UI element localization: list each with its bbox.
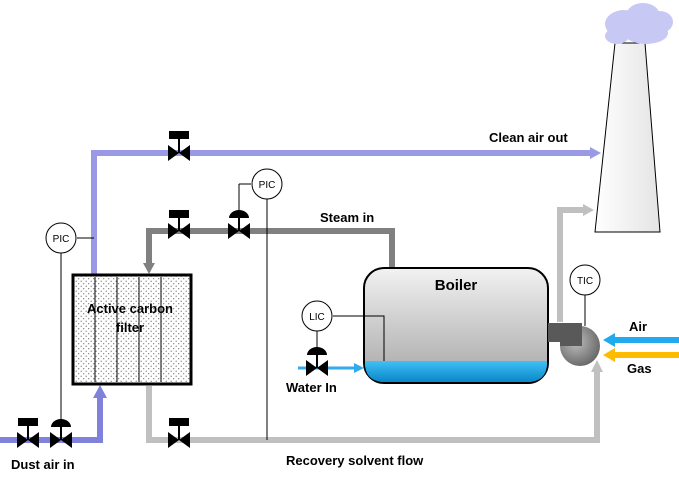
steam-in-label: Steam in bbox=[320, 210, 374, 225]
air-inlet-line bbox=[603, 333, 679, 347]
lic-label: LIC bbox=[309, 312, 325, 323]
steam-control-valve[interactable] bbox=[228, 210, 250, 239]
boiler: Boiler bbox=[363, 267, 549, 384]
water-in-label: Water In bbox=[286, 380, 337, 395]
air-label: Air bbox=[629, 319, 647, 334]
recovery-line bbox=[146, 360, 603, 443]
dust-air-line bbox=[0, 385, 107, 443]
pic-top-instrument[interactable]: PIC bbox=[238, 168, 283, 440]
gas-label: Gas bbox=[627, 361, 652, 376]
burner-fan bbox=[548, 323, 600, 366]
boiler-water bbox=[365, 361, 547, 382]
pic-top-label: PIC bbox=[259, 180, 276, 191]
gas-inlet-line bbox=[603, 348, 679, 362]
dust-air-valve-manual[interactable] bbox=[17, 418, 39, 448]
chimney bbox=[594, 42, 661, 233]
steam-line bbox=[143, 228, 395, 274]
dust-air-control-valve[interactable] bbox=[50, 419, 72, 448]
recovery-solvent-flow-label: Recovery solvent flow bbox=[286, 453, 424, 468]
clean-air-line bbox=[91, 147, 601, 274]
boiler-label: Boiler bbox=[435, 277, 478, 294]
active-carbon-filter: Active carbon filter bbox=[71, 273, 193, 386]
clean-air-out-label: Clean air out bbox=[489, 130, 568, 145]
dust-air-in-label: Dust air in bbox=[11, 457, 75, 472]
flue-gas-line bbox=[557, 204, 594, 322]
tic-instrument[interactable]: TIC bbox=[569, 264, 601, 326]
water-control-valve[interactable] bbox=[306, 347, 328, 376]
steam-valve-manual[interactable] bbox=[168, 210, 190, 239]
filter-label-line2: filter bbox=[116, 320, 144, 335]
recovery-valve[interactable] bbox=[168, 418, 190, 448]
pic-left-instrument[interactable]: PIC bbox=[45, 222, 94, 427]
pic-left-label: PIC bbox=[53, 234, 70, 245]
filter-label-line1: Active carbon bbox=[87, 301, 173, 316]
lic-instrument[interactable]: LIC bbox=[301, 300, 385, 361]
clean-air-valve[interactable] bbox=[168, 131, 190, 161]
tic-label: TIC bbox=[577, 276, 593, 287]
smoke-cloud bbox=[605, 3, 673, 44]
